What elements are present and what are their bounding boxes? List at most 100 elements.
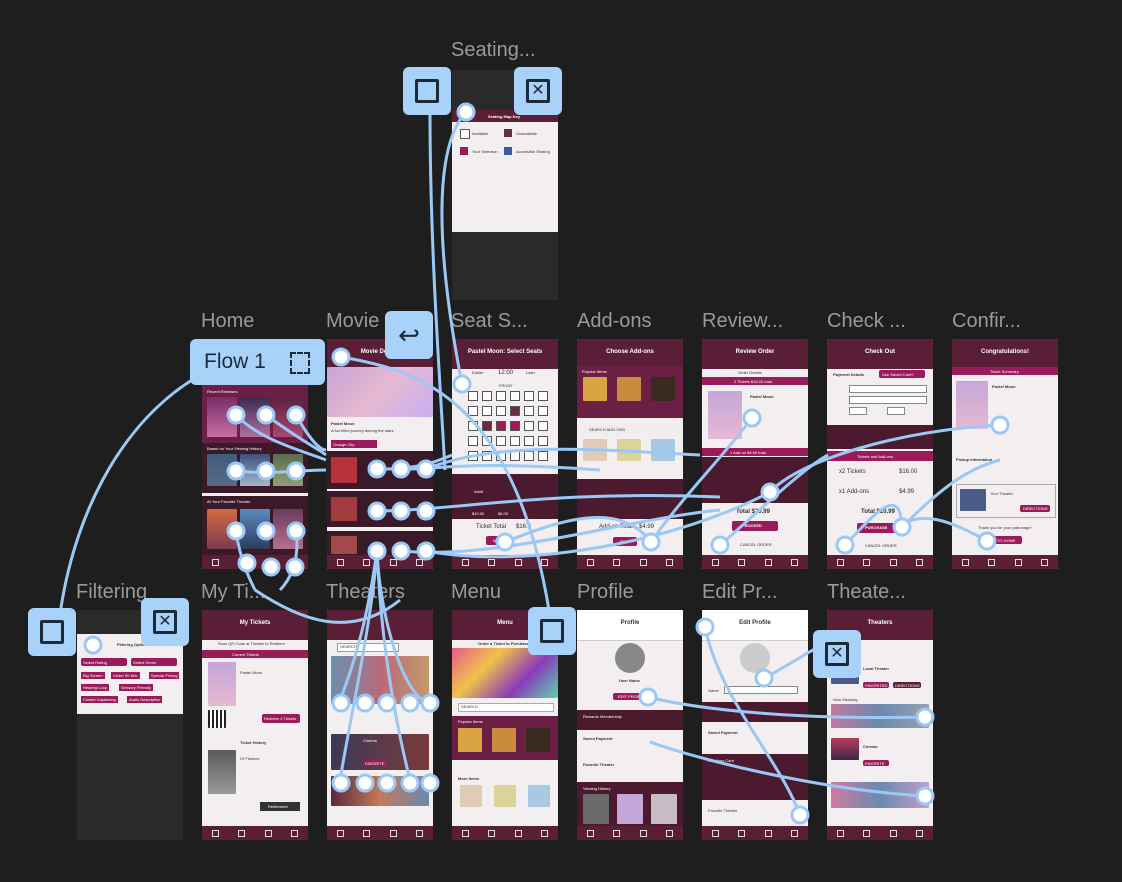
checkout-purchase-button[interactable]: PURCHASE [865,525,888,530]
filter-chip[interactable]: Hearing Loop [81,684,110,691]
frame-movie[interactable]: Movie Details Pastel Moon A fun filled j… [327,339,433,569]
frame-menu[interactable]: Menu Order a Ticket to Purchase SEARCH P… [452,610,558,840]
connection-node[interactable] [377,773,397,793]
filter-chip[interactable]: Big Screen [81,672,105,679]
connection-node[interactable] [226,521,246,541]
filter-rating[interactable]: Select Rating [83,660,107,665]
connection-node[interactable] [256,405,276,425]
filter-chip[interactable]: Audio Description [127,696,163,703]
connection-node[interactable] [977,531,997,551]
seat-earlier[interactable]: Earlier [472,370,484,375]
frame-label-confirm[interactable]: Confir... [952,310,1021,332]
connection-node[interactable] [285,557,305,577]
connection-node[interactable] [416,459,436,479]
seat[interactable] [496,436,506,446]
frame-label-theaters[interactable]: Theaters [326,581,405,603]
device-frame-icon[interactable] [528,607,576,655]
frame-label-addons[interactable]: Add-ons [577,310,652,332]
seat[interactable] [538,391,548,401]
connection-node[interactable] [256,521,276,541]
connection-node[interactable] [391,541,411,561]
frame-my-tickets[interactable]: My Tickets Scan QR Code at Theater to Re… [202,610,308,840]
seat[interactable] [524,436,534,446]
confirm-home-button[interactable]: TO HOME [997,538,1016,543]
seat[interactable] [524,391,534,401]
connection-node[interactable] [367,459,387,479]
connection-node[interactable] [915,707,935,727]
seat[interactable] [482,406,492,416]
theaters2-directions[interactable]: DIRECTIONS [895,683,920,688]
device-frame-icon[interactable] [28,608,76,656]
profile-edit-button[interactable]: EDIT PROFILE [618,694,646,699]
frame-label-movie[interactable]: Movie [326,310,380,332]
seat[interactable] [468,406,478,416]
frame-label-seating[interactable]: Seating... [451,39,536,61]
seat[interactable] [524,406,534,416]
seat[interactable] [482,421,492,431]
frame-review[interactable]: Review Order Order Details 2 Tickets $16… [702,339,808,569]
frame-label-my-tickets[interactable]: My Ti... [201,581,266,603]
theaters2-favorited[interactable]: FAVORITED [865,683,888,688]
connection-node[interactable] [331,693,351,713]
frame-label-seat-select[interactable]: Seat S... [451,310,528,332]
connection-node[interactable] [760,482,780,502]
connection-node[interactable] [754,668,774,688]
connection-node[interactable] [331,347,351,367]
connection-node[interactable] [915,786,935,806]
seat[interactable] [510,391,520,401]
frame-label-checkout[interactable]: Check ... [827,310,906,332]
connection-node[interactable] [742,408,762,428]
connection-node[interactable] [695,617,715,637]
close-overlay-icon[interactable]: ✕ [813,630,861,678]
connection-node[interactable] [710,535,730,555]
checkout-cancel-button[interactable]: CANCEL ORDER [865,543,897,548]
connection-node[interactable] [83,635,103,655]
seat[interactable] [538,436,548,446]
connection-node[interactable] [790,805,810,825]
seat[interactable] [524,451,534,461]
connection-node[interactable] [641,532,661,552]
frame-label-profile[interactable]: Profile [577,581,634,603]
seat-later[interactable]: Later [526,370,536,375]
connection-node[interactable] [256,461,276,481]
connection-node[interactable] [286,461,306,481]
seat[interactable] [510,436,520,446]
theaters2-favorite[interactable]: FAVORITE [865,761,885,766]
frame-filtering[interactable]: Filtering Options Select Rating Select G… [77,610,183,840]
connection-node[interactable] [452,374,472,394]
seat[interactable] [482,451,492,461]
flow-starting-point[interactable]: Flow 1 [190,339,325,385]
connection-node[interactable] [355,773,375,793]
frame-label-theaters-2[interactable]: Theate... [827,581,906,603]
filter-chip[interactable]: Closed Captioning [81,696,118,703]
seat[interactable] [482,391,492,401]
seat[interactable] [496,391,506,401]
seat[interactable] [510,421,520,431]
frame-checkout[interactable]: Check Out Payment Details Use Saved Card… [827,339,933,569]
confirm-directions[interactable]: DIRECTIONS [1023,506,1048,511]
connection-node[interactable] [226,461,246,481]
frame-label-edit-profile[interactable]: Edit Pr... [702,581,778,603]
device-frame-icon[interactable] [403,67,451,115]
back-action-icon[interactable]: ↩ [385,311,433,359]
connection-node[interactable] [835,535,855,555]
theaters-favorite[interactable]: FAVORITE [365,761,385,766]
frame-label-home[interactable]: Home [201,310,255,332]
frame-label-menu[interactable]: Menu [451,581,502,603]
connection-node[interactable] [420,693,440,713]
filter-chip[interactable]: Sensory Friendly [119,684,154,691]
filter-genre[interactable]: Select Genre [133,660,157,665]
connection-node[interactable] [892,517,912,537]
filter-chip[interactable]: Under 90 Min. [111,672,141,679]
connection-node[interactable] [638,687,658,707]
menu-search[interactable]: SEARCH [461,704,478,709]
connection-node[interactable] [377,693,397,713]
seat[interactable] [524,421,534,431]
seat[interactable] [538,451,548,461]
theaters-search[interactable]: SEARCH [340,644,357,649]
checkout-saved-card[interactable]: Use Saved Card? [882,372,914,377]
tickets-redeem-button[interactable]: Redeem 2 Tickets [264,716,297,721]
connection-node[interactable] [367,501,387,521]
connection-node[interactable] [990,415,1010,435]
connection-node[interactable] [331,773,351,793]
